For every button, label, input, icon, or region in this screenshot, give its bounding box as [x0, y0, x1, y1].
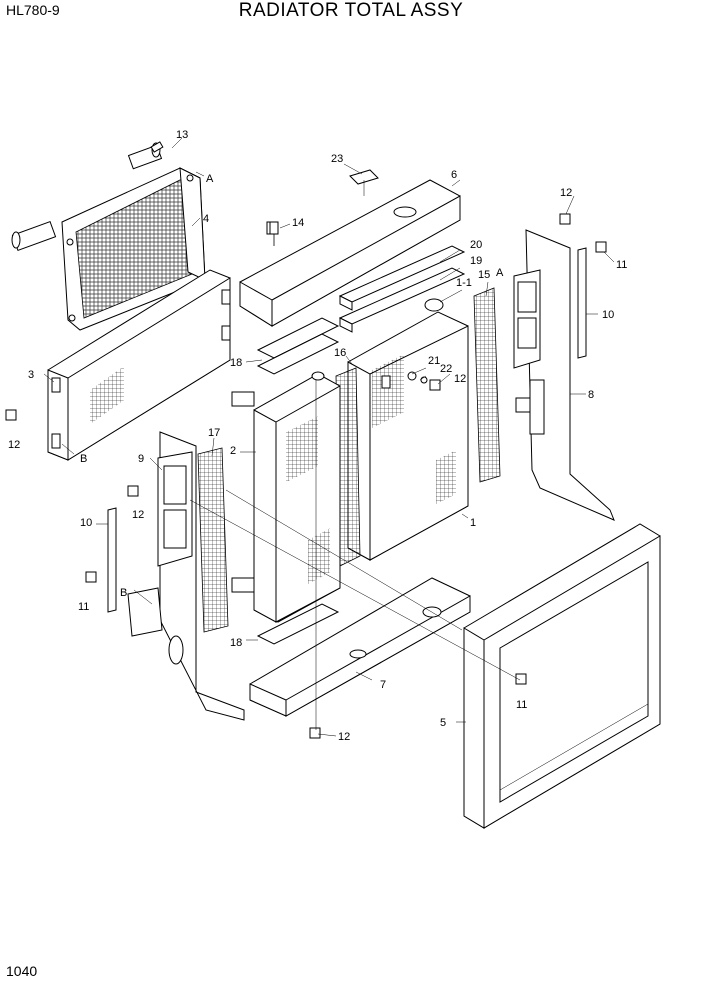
callout-18-bottom: 18	[230, 637, 242, 649]
pad-part-18-bottom	[256, 603, 340, 645]
side-bracket-part-8	[513, 229, 615, 521]
callout-10-right: 10	[602, 309, 614, 321]
strip-part-10-right	[577, 247, 587, 359]
callout-b-left: B	[80, 453, 87, 465]
leader-lines	[43, 137, 615, 737]
callout-6: 6	[451, 169, 457, 181]
callout-1-1: 1-1	[456, 277, 472, 289]
callout-a-right: A	[496, 267, 504, 279]
callout-a-top: A	[206, 173, 214, 185]
callout-15: 15	[478, 269, 490, 281]
callout-17: 17	[208, 427, 220, 439]
callout-9: 9	[138, 453, 144, 465]
page-number: 1040	[6, 963, 38, 979]
callout-12-mid: 12	[454, 373, 466, 385]
callout-21: 21	[428, 355, 440, 367]
callout-3: 3	[28, 369, 34, 381]
seal-strips-part-19-20	[338, 245, 466, 333]
callout-1: 1	[470, 517, 476, 529]
radiator-part-1	[347, 298, 469, 561]
callout-b-lower: B	[120, 587, 127, 599]
screen-part-17	[197, 447, 229, 633]
callout-7: 7	[380, 679, 386, 691]
pads-part-18-top	[256, 317, 340, 375]
cooler-panel-part-3	[47, 269, 231, 461]
callout-12-lower-left: 12	[132, 509, 144, 521]
callout-16: 16	[334, 347, 346, 359]
callout-23: 23	[331, 153, 343, 165]
callout-8: 8	[588, 389, 594, 401]
model-code: HL780-9	[6, 2, 60, 18]
callout-14: 14	[292, 217, 304, 229]
callout-22: 22	[440, 363, 452, 375]
label-plate-part-23	[349, 169, 379, 185]
callout-12-bottom: 12	[338, 731, 350, 743]
callout-4: 4	[203, 213, 209, 225]
callout-20: 20	[470, 239, 482, 251]
callout-12-left: 12	[8, 439, 20, 451]
callout-2: 2	[230, 445, 236, 457]
callout-11-right-top: 11	[616, 259, 627, 271]
callout-13: 13	[176, 129, 188, 141]
callout-10-left: 10	[80, 517, 92, 529]
callout-11-right-bottom: 11	[516, 699, 527, 711]
side-bracket-part-9	[127, 431, 245, 721]
top-cover-part-6	[239, 179, 461, 327]
callout-11-left: 11	[78, 601, 89, 613]
bottom-tray-part-7	[249, 577, 471, 717]
radiator-part-2	[231, 371, 341, 623]
callout-19: 19	[470, 255, 482, 267]
callout-5: 5	[440, 717, 446, 729]
screen-part-15	[473, 287, 501, 483]
callout-18-top: 18	[230, 357, 242, 369]
callout-labels: 13 A 4 3 12 B 23 6 14 20 19 1-1 15 18 16…	[8, 129, 627, 743]
charge-air-cooler-part-4	[11, 142, 206, 331]
page-title: RADIATOR TOTAL ASSY	[238, 0, 464, 21]
bolts	[5, 141, 607, 739]
callout-12-right-top: 12	[560, 187, 572, 199]
strip-part-10-left	[107, 507, 117, 613]
shroud-frame-part-5	[463, 523, 661, 829]
